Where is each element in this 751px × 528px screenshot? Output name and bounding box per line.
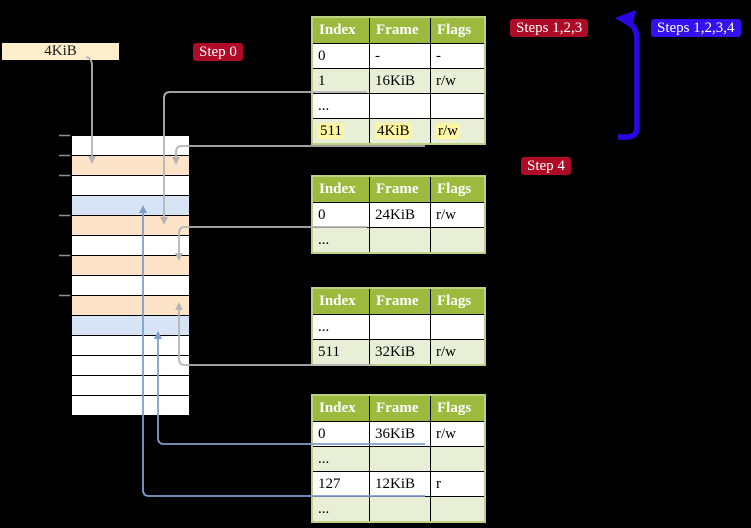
table-cell xyxy=(430,227,486,254)
table-cell: 1 xyxy=(311,68,370,94)
table-cell: - xyxy=(430,43,486,69)
table-row: ... xyxy=(311,314,486,340)
table-cell: 511 xyxy=(311,339,370,366)
table-row: ... xyxy=(311,446,486,472)
memory-frame-row xyxy=(72,316,189,336)
highlighted-value: r/w xyxy=(436,122,460,139)
memory-frame-row xyxy=(72,356,189,376)
column-header: Frame xyxy=(369,287,431,315)
table-cell: 0 xyxy=(311,43,370,69)
table-cell xyxy=(430,446,486,472)
table-row: ... xyxy=(311,227,486,254)
table-cell: r xyxy=(430,471,486,497)
step0-badge: Step 0 xyxy=(193,43,243,61)
physical-memory-column xyxy=(71,135,190,416)
step4-badge: Step 4 xyxy=(521,157,571,175)
table-row: ... xyxy=(311,93,486,119)
table-cell xyxy=(369,314,431,340)
steps1234-badge: Steps 1,2,3,4 xyxy=(651,19,741,37)
memory-frame-row xyxy=(72,216,189,236)
table-cell: ... xyxy=(311,227,370,254)
table-cell: ... xyxy=(311,93,370,119)
memory-frame-row xyxy=(72,236,189,256)
table-row: ... xyxy=(311,496,486,523)
table-cell: 0 xyxy=(311,421,370,447)
table-cell: 0 xyxy=(311,202,370,228)
highlighted-value: 4KiB xyxy=(375,122,412,139)
column-header: Frame xyxy=(369,16,431,44)
column-header: Flags xyxy=(430,16,486,44)
column-header: Frame xyxy=(369,394,431,422)
column-header: Flags xyxy=(430,394,486,422)
frame-size-label: 4KiB xyxy=(2,43,119,60)
table-cell xyxy=(430,496,486,523)
column-header: Frame xyxy=(369,175,431,203)
steps-flow-arrow xyxy=(615,10,640,140)
table-cell: ... xyxy=(311,446,370,472)
memory-frame-row xyxy=(72,336,189,356)
table-cell xyxy=(430,314,486,340)
t1-entry511-to-4kib-arrow xyxy=(175,145,425,157)
column-header: Flags xyxy=(430,287,486,315)
highlighted-value: 511 xyxy=(318,122,344,139)
table-cell xyxy=(369,446,431,472)
table-cell: - xyxy=(369,43,431,69)
table-cell xyxy=(369,496,431,523)
memory-frame-row xyxy=(72,256,189,276)
table-cell: r/w xyxy=(430,68,486,94)
table-cell: ... xyxy=(311,314,370,340)
table-row: 0-- xyxy=(311,43,486,69)
memory-frame-row xyxy=(72,296,189,316)
column-header: Index xyxy=(311,287,370,315)
table-cell: 32KiB xyxy=(369,339,431,366)
steps123-badge: Steps 1,2,3 xyxy=(510,19,589,37)
table-cell xyxy=(369,93,431,119)
memory-frame-row xyxy=(72,176,189,196)
table-cell: 24KiB xyxy=(369,202,431,228)
table-cell: 4KiB xyxy=(369,118,431,145)
memory-frame-row xyxy=(72,376,189,396)
column-header: Index xyxy=(311,394,370,422)
table-cell xyxy=(369,227,431,254)
memory-frame-row xyxy=(72,276,189,296)
table-cell: 127 xyxy=(311,471,370,497)
table-cell: 36KiB xyxy=(369,421,431,447)
column-header: Index xyxy=(311,175,370,203)
table-cell: 12KiB xyxy=(369,471,431,497)
table-cell: r/w xyxy=(430,421,486,447)
table-cell: ... xyxy=(311,496,370,523)
memory-frame-row xyxy=(72,396,189,415)
memory-frame-row xyxy=(72,196,189,216)
table-row: 511 4KiB r/w xyxy=(311,118,486,145)
table-cell: 16KiB xyxy=(369,68,431,94)
table-cell: r/w xyxy=(430,339,486,366)
column-header: Flags xyxy=(430,175,486,203)
table-cell: r/w xyxy=(430,202,486,228)
memory-frame-row xyxy=(72,136,189,156)
table-cell: 511 xyxy=(311,118,370,145)
memory-frame-row xyxy=(72,156,189,176)
memory-address-ticks xyxy=(59,134,70,297)
table-cell xyxy=(430,93,486,119)
table-cell: r/w xyxy=(430,118,486,145)
column-header: Index xyxy=(311,16,370,44)
